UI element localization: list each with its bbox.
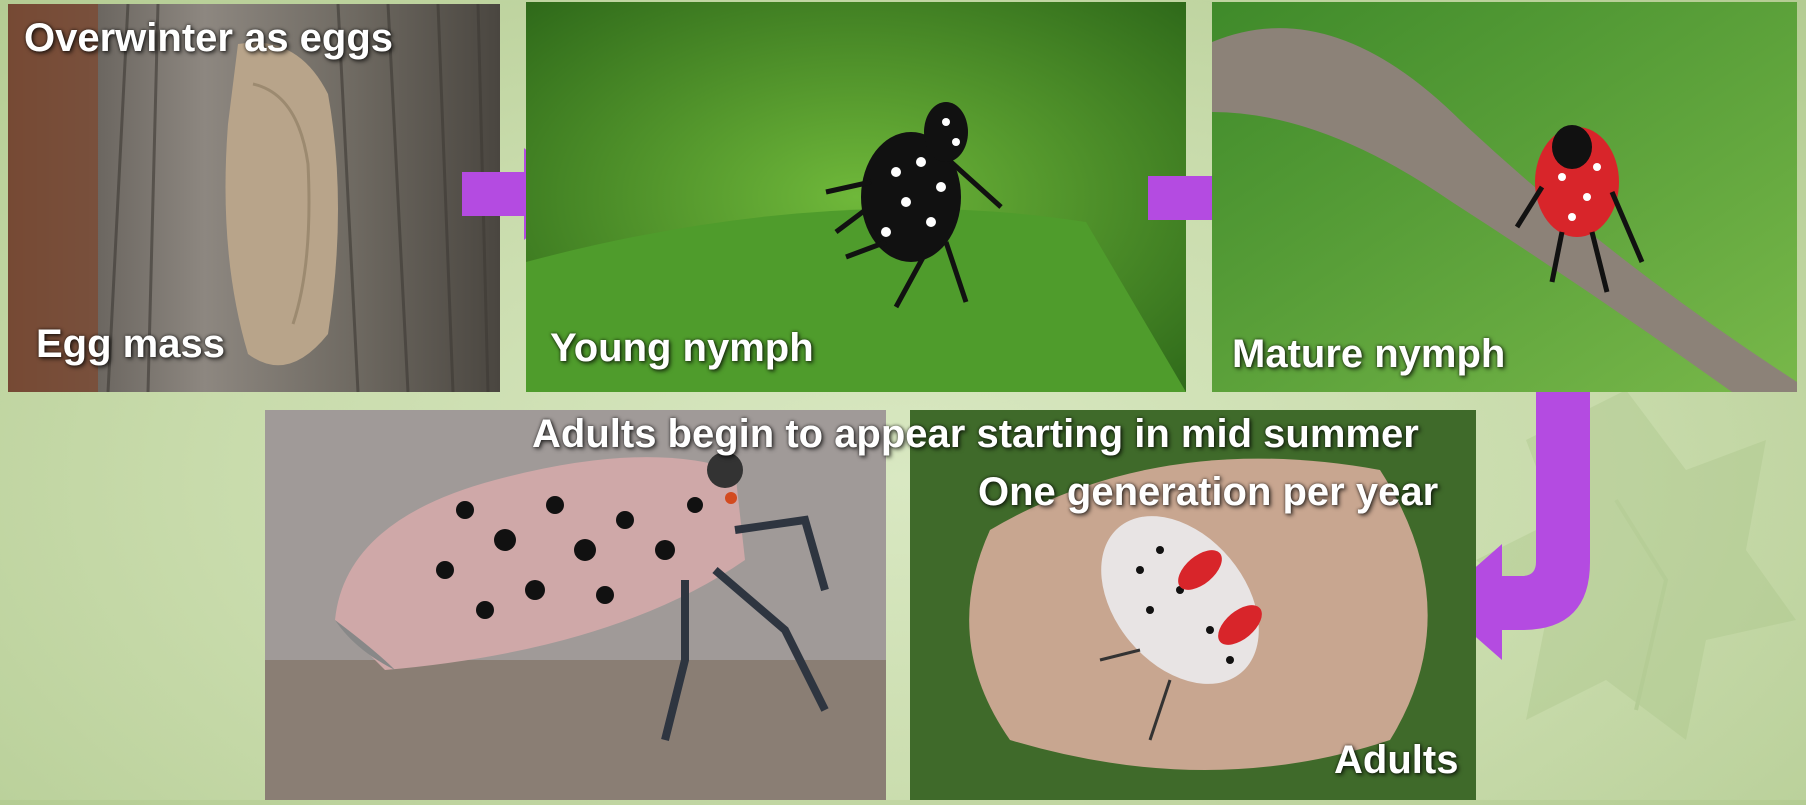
overwinter-label: Overwinter as eggs (24, 16, 393, 61)
mature-nymph-label: Mature nymph (1232, 332, 1505, 377)
adults-appear-label: Adults begin to appear starting in mid s… (532, 412, 1419, 457)
egg-mass-label: Egg mass (36, 322, 225, 367)
adults-label: Adults (1334, 738, 1458, 783)
young-nymph-label: Young nymph (550, 326, 814, 371)
one-generation-label: One generation per year (978, 470, 1438, 515)
adult-side-photo (265, 410, 886, 800)
